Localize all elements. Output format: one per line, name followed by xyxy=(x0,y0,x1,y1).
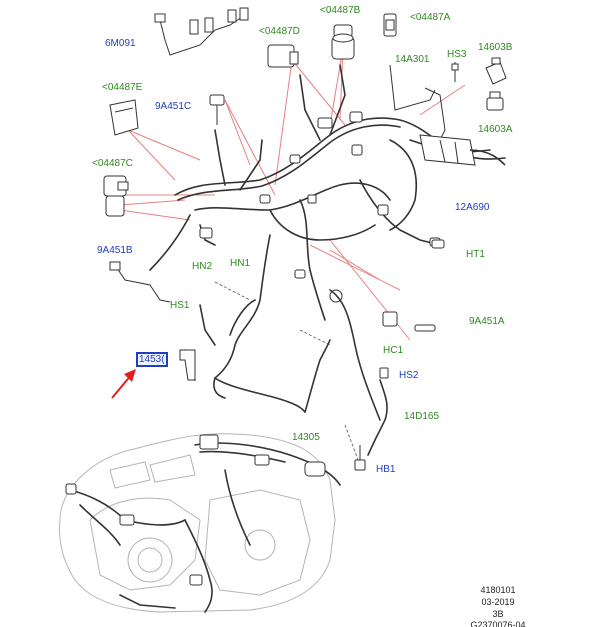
connector-6M091 xyxy=(154,7,249,56)
connector-HS3 xyxy=(451,62,459,82)
doc-code: G2370076-04 xyxy=(470,620,526,627)
bracket-14A301 xyxy=(389,64,446,141)
label-9A451C: 9A451C xyxy=(155,101,192,112)
label-HS3: HS3 xyxy=(447,49,467,60)
connector-HS2 xyxy=(379,367,389,379)
doc-date: 03-2019 xyxy=(481,597,515,607)
main-harness xyxy=(149,64,506,321)
label-14D165: 14D165 xyxy=(404,411,440,422)
connector-14603B xyxy=(485,57,507,85)
label-HT1: HT1 xyxy=(466,249,485,260)
connector-HB1 xyxy=(354,445,366,471)
label-14603B: 14603B xyxy=(478,42,513,53)
label-04487D: <04487D xyxy=(259,26,300,37)
engine-harness-connectors xyxy=(65,434,326,586)
label-HN1: HN1 xyxy=(230,258,251,269)
connector-04487C xyxy=(103,175,129,217)
label-HS1: HS1 xyxy=(170,300,190,311)
label-12A690: 12A690 xyxy=(455,202,490,213)
connector-9A451B xyxy=(109,261,171,303)
pointer-arrow xyxy=(111,369,136,399)
dashed-leaders xyxy=(214,281,361,466)
leader-lines xyxy=(119,47,466,341)
label-04487A: <04487A xyxy=(410,12,451,23)
harness-bundle-12A690 xyxy=(419,134,506,166)
label-9A451A: 9A451A xyxy=(469,316,505,327)
label-9A451B: 9A451B xyxy=(97,245,133,256)
label-04487C: <04487C xyxy=(92,158,133,169)
doc-number: 4180101 xyxy=(480,585,516,595)
connector-04487D xyxy=(267,44,299,68)
engine-mounted-harness xyxy=(69,442,341,613)
label-14603A: 14603A xyxy=(478,124,513,135)
connector-9A451C xyxy=(209,94,225,125)
label-HN2: HN2 xyxy=(192,261,213,272)
doc-revision: 3B xyxy=(492,609,504,619)
lower-harness xyxy=(184,234,388,456)
label-HC1: HC1 xyxy=(383,345,404,356)
label-14305: 14305 xyxy=(292,432,320,443)
label-14A301: 14A301 xyxy=(395,54,430,65)
connector-04487A xyxy=(383,13,397,37)
connector-04487E xyxy=(109,99,139,136)
label-04487E: <04487E xyxy=(102,82,143,93)
engine-outline xyxy=(59,433,336,613)
label-HS2: HS2 xyxy=(399,370,419,381)
label-04487B: <04487B xyxy=(320,5,361,16)
connector-14603A xyxy=(486,91,504,111)
label-6M091: 6M091 xyxy=(105,38,136,49)
label-1453x-highlight: 1453( xyxy=(136,352,168,367)
label-HB1: HB1 xyxy=(376,464,396,475)
harness-connectors xyxy=(199,111,441,332)
bracket-1453x xyxy=(179,349,196,381)
connector-04487B xyxy=(331,24,355,60)
connector-HT1 xyxy=(431,239,445,249)
